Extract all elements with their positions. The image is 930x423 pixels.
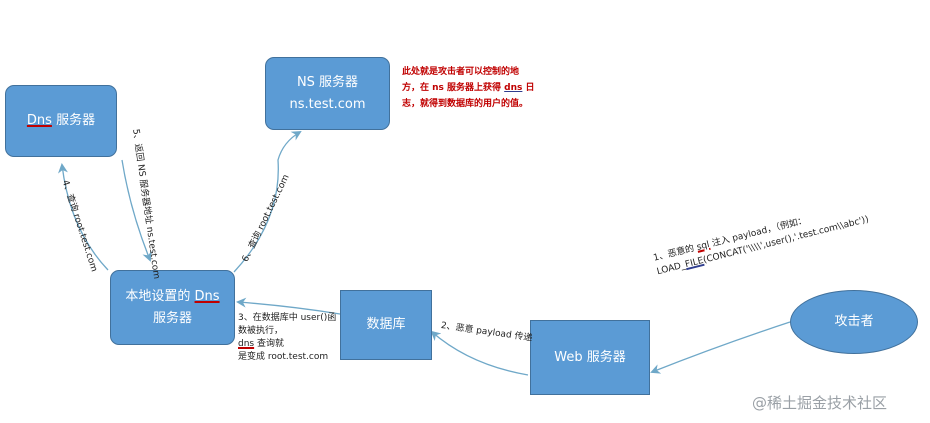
ns-server-node: NS 服务器 ns.test.com (265, 57, 390, 130)
dns-server-node: Dns 服务器 (5, 85, 117, 157)
step3-text-a: 3、在数据库中 user()函 (238, 313, 337, 323)
note-line2-a: 方，在 ns 服务器上获得 (402, 83, 505, 93)
local-dns-label: 本地设置的 Dns (125, 286, 219, 308)
dns-server-label-dns: Dns (26, 113, 52, 128)
arrow-web-to-database (430, 330, 529, 376)
step3-text-c: 查询就 (254, 339, 284, 349)
note-line1: 此处就是攻击者可以控制的地 (402, 67, 520, 77)
local-dns-label-line2: 服务器 (152, 310, 192, 326)
edge-label-step3: 3、在数据库中 user()函 数被执行， dns 查询就 是变成 root.t… (238, 312, 336, 364)
step3-text-d: 是变成 root.test.com (238, 352, 329, 362)
step1-text-sql: sql (695, 240, 711, 253)
ns-server-label: NS 服务器 (296, 74, 359, 90)
step3-text-b: 数被执行， (238, 326, 284, 336)
note-line3: 志，就得到数据库的用户的值。 (402, 99, 529, 109)
web-server-label: Web 服务器 (554, 349, 626, 365)
database-node: 数据库 (340, 290, 432, 360)
arrow-local-dns-to-ns-server (233, 130, 302, 273)
step1-text-c-file: FILE (684, 255, 705, 271)
local-dns-node: 本地设置的 Dns 服务器 (110, 270, 235, 345)
dns-server-label: Dns 服务器 (27, 110, 95, 132)
local-dns-label-prefix: 本地设置的 (125, 288, 195, 304)
arrow-local-dns-to-dns-server (58, 163, 109, 271)
arrow-dns-server-to-local-dns (121, 159, 152, 262)
attacker-control-note: 此处就是攻击者可以控制的地 方，在 ns 服务器上获得 dns 日 志，就得到数… (402, 64, 535, 112)
local-dns-label-dns: Dns (194, 288, 220, 304)
note-line2-dns: dns (504, 83, 523, 93)
database-label: 数据库 (366, 317, 406, 332)
step3-text-dns: dns (238, 339, 255, 349)
arrow-database-to-local-dns (236, 297, 341, 315)
web-server-node: Web 服务器 (530, 320, 650, 395)
arrow-attacker-to-web (650, 321, 791, 374)
dns-server-label-suffix: 服务器 (51, 113, 96, 128)
attacker-label: 攻击者 (834, 314, 874, 329)
watermark: @稀土掘金技术社区 (752, 394, 888, 412)
note-line2-b: 日 (522, 83, 535, 93)
attacker-node: 攻击者 (790, 290, 918, 354)
ns-server-domain: ns.test.com (289, 96, 366, 112)
